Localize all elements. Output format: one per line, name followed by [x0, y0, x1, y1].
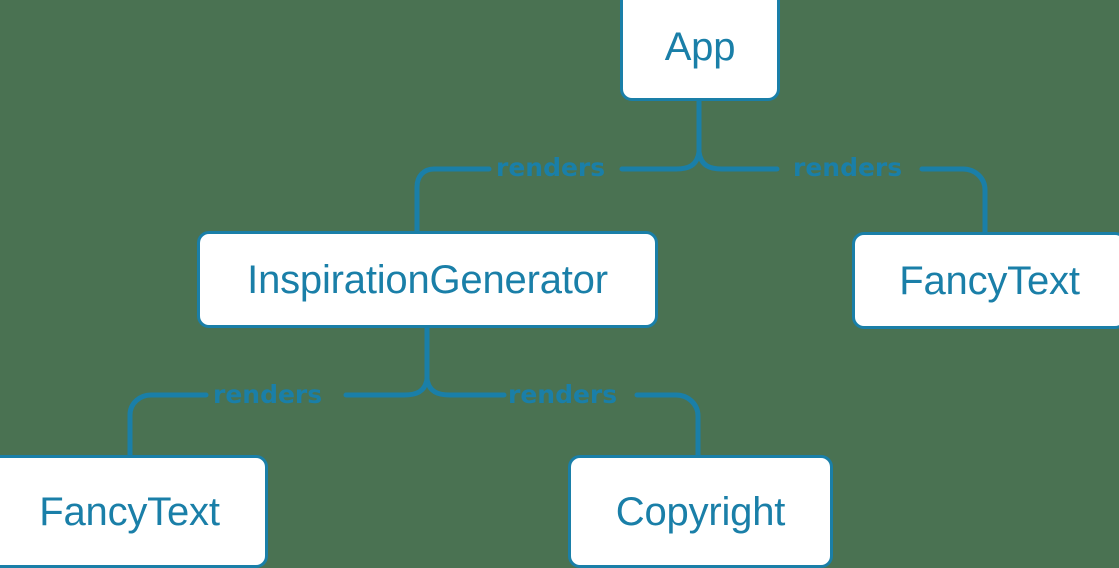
- edge-label-app-to-fancytext: renders: [793, 153, 903, 182]
- edge-inspiration-to-copyright-right: [634, 392, 701, 458]
- edge-app-to-fancytext-right-out: [919, 166, 988, 235]
- edge-label-inspiration-generator-to-fancytext: renders: [213, 380, 323, 409]
- node-fancytext-left[interactable]: FancyText: [0, 455, 268, 568]
- node-fancytext-right-label: FancyText: [899, 258, 1080, 303]
- edge-app-to-inspiration: [619, 149, 702, 172]
- edge-app-to-inspiration-left: [414, 166, 492, 234]
- node-copyright[interactable]: Copyright: [568, 455, 833, 568]
- node-fancytext-left-label: FancyText: [39, 489, 220, 534]
- edge-label-app-to-inspiration-generator: renders: [496, 153, 606, 182]
- node-app[interactable]: App: [620, 0, 780, 101]
- node-inspiration-generator[interactable]: InspirationGenerator: [197, 231, 658, 328]
- edge-inspiration-to-fancytext: [343, 376, 430, 398]
- edge-inspiration-to-copyright: [424, 376, 507, 398]
- edge-label-inspiration-generator-to-copyright: renders: [508, 380, 618, 409]
- node-app-label: App: [664, 24, 736, 69]
- node-inspiration-generator-label: InspirationGenerator: [247, 257, 608, 302]
- node-copyright-label: Copyright: [615, 489, 786, 534]
- edge-app-to-fancytext-right: [696, 149, 780, 172]
- node-fancytext-right[interactable]: FancyText: [852, 232, 1119, 329]
- edge-inspiration-to-fancytext-left: [127, 392, 209, 458]
